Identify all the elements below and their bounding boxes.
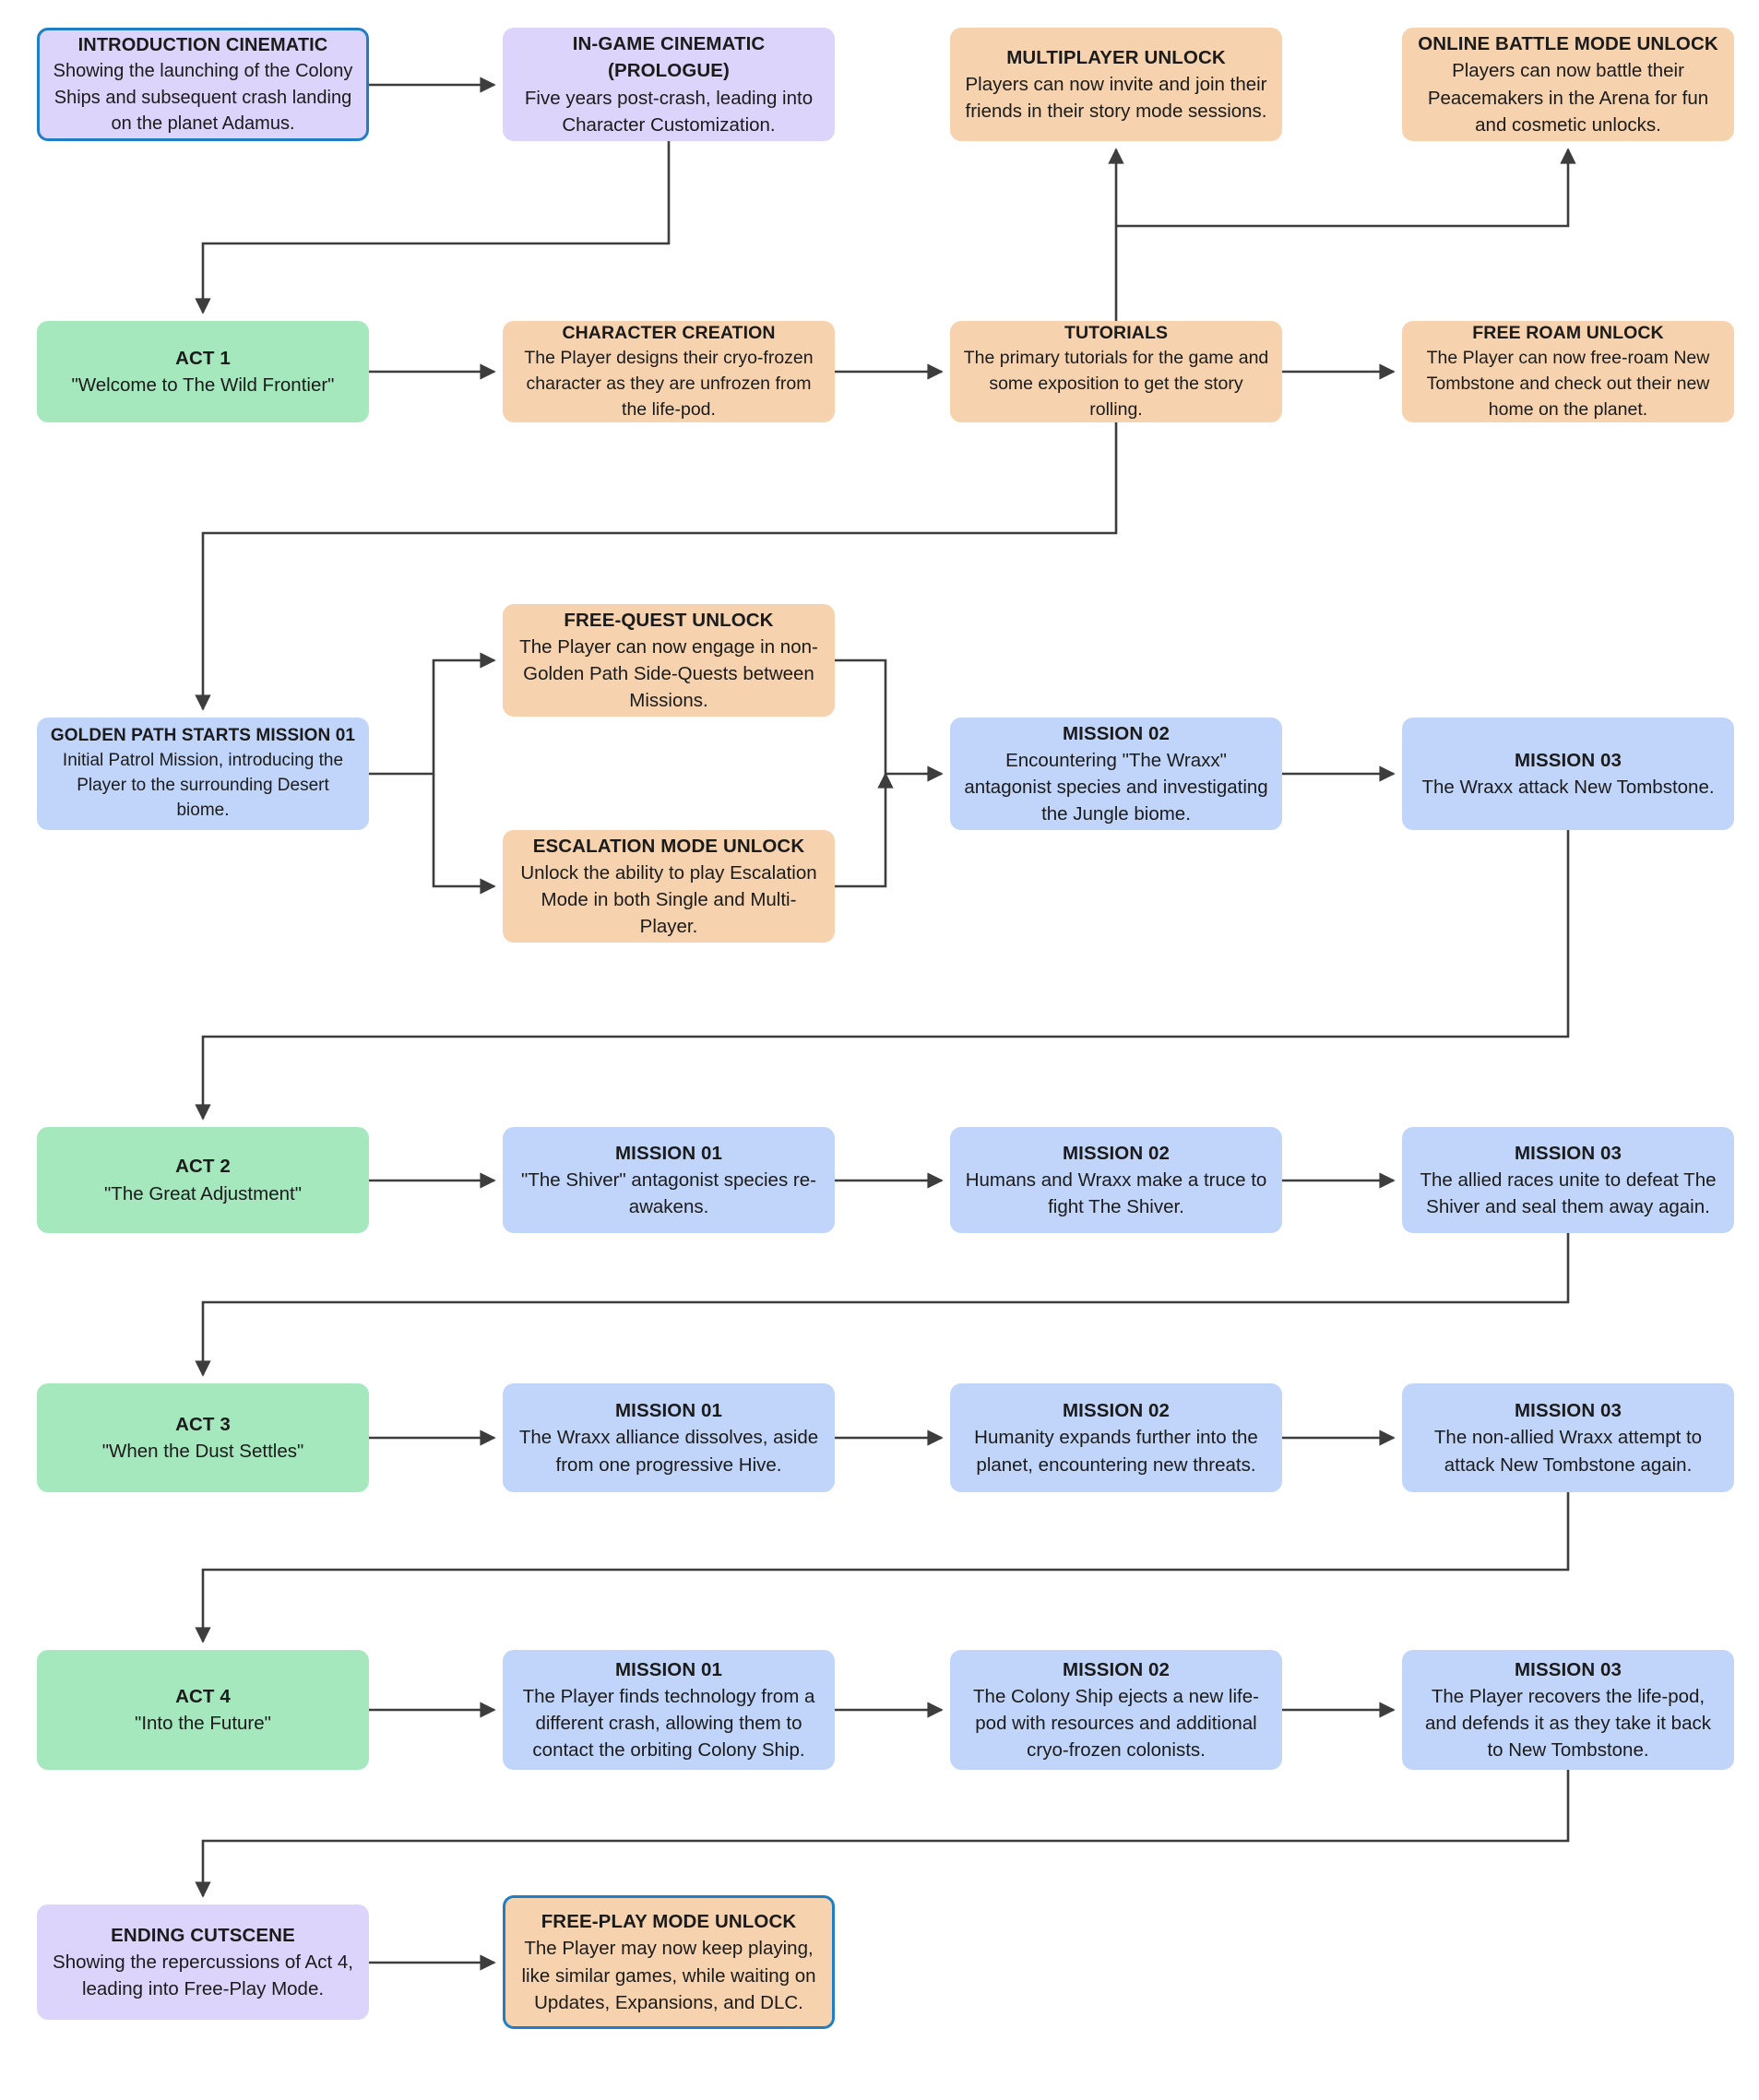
node-description: Humans and Wraxx make a truce to fight T… — [965, 1169, 1267, 1218]
node-title: ONLINE BATTLE MODE UNLOCK — [1418, 33, 1718, 55]
node-description: The Player recovers the life-pod, and de… — [1425, 1685, 1711, 1762]
node-description: "Into the Future" — [135, 1713, 271, 1734]
node-description: The Player may now keep playing, like si… — [521, 1938, 816, 2013]
node-ending-cutscene[interactable]: ENDING CUTSCENE Showing the repercussions… — [37, 1904, 369, 2020]
node-title: MISSION 01 — [614, 1658, 723, 1680]
node-description: Showing the launching of the Colony Ship… — [53, 61, 353, 134]
node-act4-mission-01[interactable]: MISSION 01 The Player finds technology fr… — [503, 1650, 835, 1770]
node-title: CHARACTER CREATION — [562, 322, 776, 343]
node-online-battle-mode-unlock[interactable]: ONLINE BATTLE MODE UNLOCK Players can now… — [1402, 28, 1734, 141]
node-act-2[interactable]: ACT 2 "The Great Adjustment" — [37, 1127, 369, 1233]
edge-gp-mission-03-to-act-2 — [195, 830, 1570, 1121]
node-description: Unlock the ability to play Escalation Mo… — [520, 861, 817, 938]
node-in-game-cinematic[interactable]: IN-GAME CINEMATIC (PROLOGUE) Five years p… — [503, 28, 835, 141]
edge-free-quest-unlock-to-gp-mission-02 — [835, 658, 944, 782]
node-title: MISSION 02 — [1062, 1142, 1171, 1164]
node-description: "When the Dust Settles" — [101, 1441, 304, 1462]
node-title: MISSION 02 — [1062, 1658, 1171, 1680]
node-title: MISSION 03 — [1514, 1658, 1622, 1680]
node-title: ENDING CUTSCENE — [111, 1924, 295, 1946]
node-description: Initial Patrol Mission, introducing the … — [62, 751, 344, 820]
node-act4-mission-02[interactable]: MISSION 02 The Colony Ship ejects a new l… — [950, 1650, 1282, 1770]
node-act4-mission-03[interactable]: MISSION 03 The Player recovers the life-p… — [1402, 1650, 1734, 1770]
node-description: The primary tutorials for the game and s… — [963, 348, 1269, 420]
node-description: The Colony Ship ejects a new life-pod wi… — [973, 1685, 1259, 1762]
node-act2-mission-03[interactable]: MISSION 03 The allied races unite to defe… — [1402, 1127, 1734, 1233]
node-free-quest-unlock[interactable]: FREE-QUEST UNLOCK The Player can now enga… — [503, 604, 835, 717]
node-title: INTRODUCTION CINEMATIC — [77, 34, 328, 55]
node-multiplayer-unlock[interactable]: MULTIPLAYER UNLOCK Players can now invite… — [950, 28, 1282, 141]
edge-act3-mission-03-to-act-4 — [195, 1492, 1570, 1643]
edge-in-game-cinematic-to-act-1 — [195, 141, 671, 314]
node-description: Humanity expands further into the planet… — [974, 1427, 1258, 1476]
node-escalation-mode-unlock[interactable]: ESCALATION MODE UNLOCK Unlock the ability… — [503, 830, 835, 943]
node-act-1[interactable]: ACT 1 "Welcome to The Wild Frontier" — [37, 321, 369, 422]
node-act3-mission-02[interactable]: MISSION 02 Humanity expands further into … — [950, 1383, 1282, 1492]
node-description: Players can now battle their Peacemakers… — [1427, 60, 1709, 136]
node-title: TUTORIALS — [1064, 322, 1169, 343]
node-title: IN-GAME CINEMATIC (PROLOGUE) — [572, 33, 766, 82]
node-intro-cinematic[interactable]: INTRODUCTION CINEMATIC Showing the launch… — [37, 28, 369, 141]
node-act3-mission-03[interactable]: MISSION 03 The non-allied Wraxx attempt t… — [1402, 1383, 1734, 1492]
node-act2-mission-01[interactable]: MISSION 01 "The Shiver" antagonist specie… — [503, 1127, 835, 1233]
node-title: MULTIPLAYER UNLOCK — [1006, 46, 1226, 68]
node-character-creation[interactable]: CHARACTER CREATION The Player designs the… — [503, 321, 835, 422]
node-description: Encountering "The Wraxx" antagonist spec… — [964, 749, 1268, 825]
node-title: MISSION 03 — [1514, 1142, 1622, 1164]
node-description: The Player can now free-roam New Tombsto… — [1426, 348, 1710, 420]
node-description: "Welcome to The Wild Frontier" — [71, 374, 335, 396]
node-act-4[interactable]: ACT 4 "Into the Future" — [37, 1650, 369, 1770]
edge-tutorials-to-online-battle-mode-unlock — [1116, 148, 1576, 228]
node-description: The allied races unite to defeat The Shi… — [1420, 1169, 1717, 1218]
node-gp-mission-02[interactable]: MISSION 02 Encountering "The Wraxx" antag… — [950, 718, 1282, 830]
node-title: FREE-QUEST UNLOCK — [564, 609, 774, 631]
node-title: MISSION 02 — [1062, 1400, 1171, 1422]
node-act3-mission-01[interactable]: MISSION 01 The Wraxx alliance dissolves, … — [503, 1383, 835, 1492]
node-title: ACT 1 — [175, 347, 231, 369]
node-title: MISSION 03 — [1514, 1400, 1622, 1422]
node-title: MISSION 01 — [614, 1400, 723, 1422]
node-title: ESCALATION MODE UNLOCK — [532, 835, 805, 857]
node-description: Showing the repercussions of Act 4, lead… — [53, 1951, 353, 2000]
edge-act4-mission-03-to-ending-cutscene — [195, 1770, 1570, 1898]
edge-golden-path-mission-01-to-free-quest-unlock — [369, 652, 496, 776]
node-title: MISSION 02 — [1062, 722, 1171, 744]
node-free-play-mode-unlock[interactable]: FREE-PLAY MODE UNLOCK The Player may now … — [503, 1895, 835, 2029]
node-title: MISSION 01 — [614, 1142, 723, 1164]
node-golden-path-mission-01[interactable]: GOLDEN PATH STARTS MISSION 01 Initial Pat… — [37, 718, 369, 830]
node-description: The Wraxx alliance dissolves, aside from… — [518, 1427, 819, 1476]
node-description: Five years post-crash, leading into Char… — [524, 87, 814, 136]
node-title: MISSION 03 — [1514, 749, 1622, 771]
node-description: The Wraxx attack New Tombstone. — [1421, 777, 1715, 798]
node-title: FREE ROAM UNLOCK — [1472, 322, 1664, 343]
node-gp-mission-03[interactable]: MISSION 03 The Wraxx attack New Tombstone… — [1402, 718, 1734, 830]
node-description: The Player can now engage in non-Golden … — [519, 635, 818, 712]
node-title: FREE-PLAY MODE UNLOCK — [541, 1911, 797, 1933]
node-free-roam-unlock[interactable]: FREE ROAM UNLOCK The Player can now free-… — [1402, 321, 1734, 422]
node-title: ACT 4 — [175, 1685, 231, 1707]
edge-golden-path-mission-01-to-escalation-mode-unlock — [432, 774, 496, 895]
node-title: ACT 3 — [175, 1413, 231, 1435]
node-description: "The Shiver" antagonist species re-awake… — [521, 1169, 816, 1218]
node-description: The Player designs their cryo-frozen cha… — [524, 348, 814, 420]
node-act-3[interactable]: ACT 3 "When the Dust Settles" — [37, 1383, 369, 1492]
node-act2-mission-02[interactable]: MISSION 02 Humans and Wraxx make a truce … — [950, 1127, 1282, 1233]
node-title: ACT 2 — [175, 1156, 231, 1178]
edge-escalation-mode-unlock-to-gp-mission-02 — [835, 772, 894, 888]
node-description: Players can now invite and join their fr… — [965, 73, 1267, 123]
node-tutorials[interactable]: TUTORIALS The primary tutorials for the g… — [950, 321, 1282, 422]
node-description: "The Great Adjustment" — [104, 1182, 302, 1204]
node-description: The non-allied Wraxx attempt to attack N… — [1433, 1427, 1703, 1476]
edge-act2-mission-03-to-act-3 — [195, 1233, 1570, 1377]
node-description: The Player finds technology from a diffe… — [522, 1685, 815, 1762]
node-title: GOLDEN PATH STARTS MISSION 01 — [50, 726, 356, 746]
